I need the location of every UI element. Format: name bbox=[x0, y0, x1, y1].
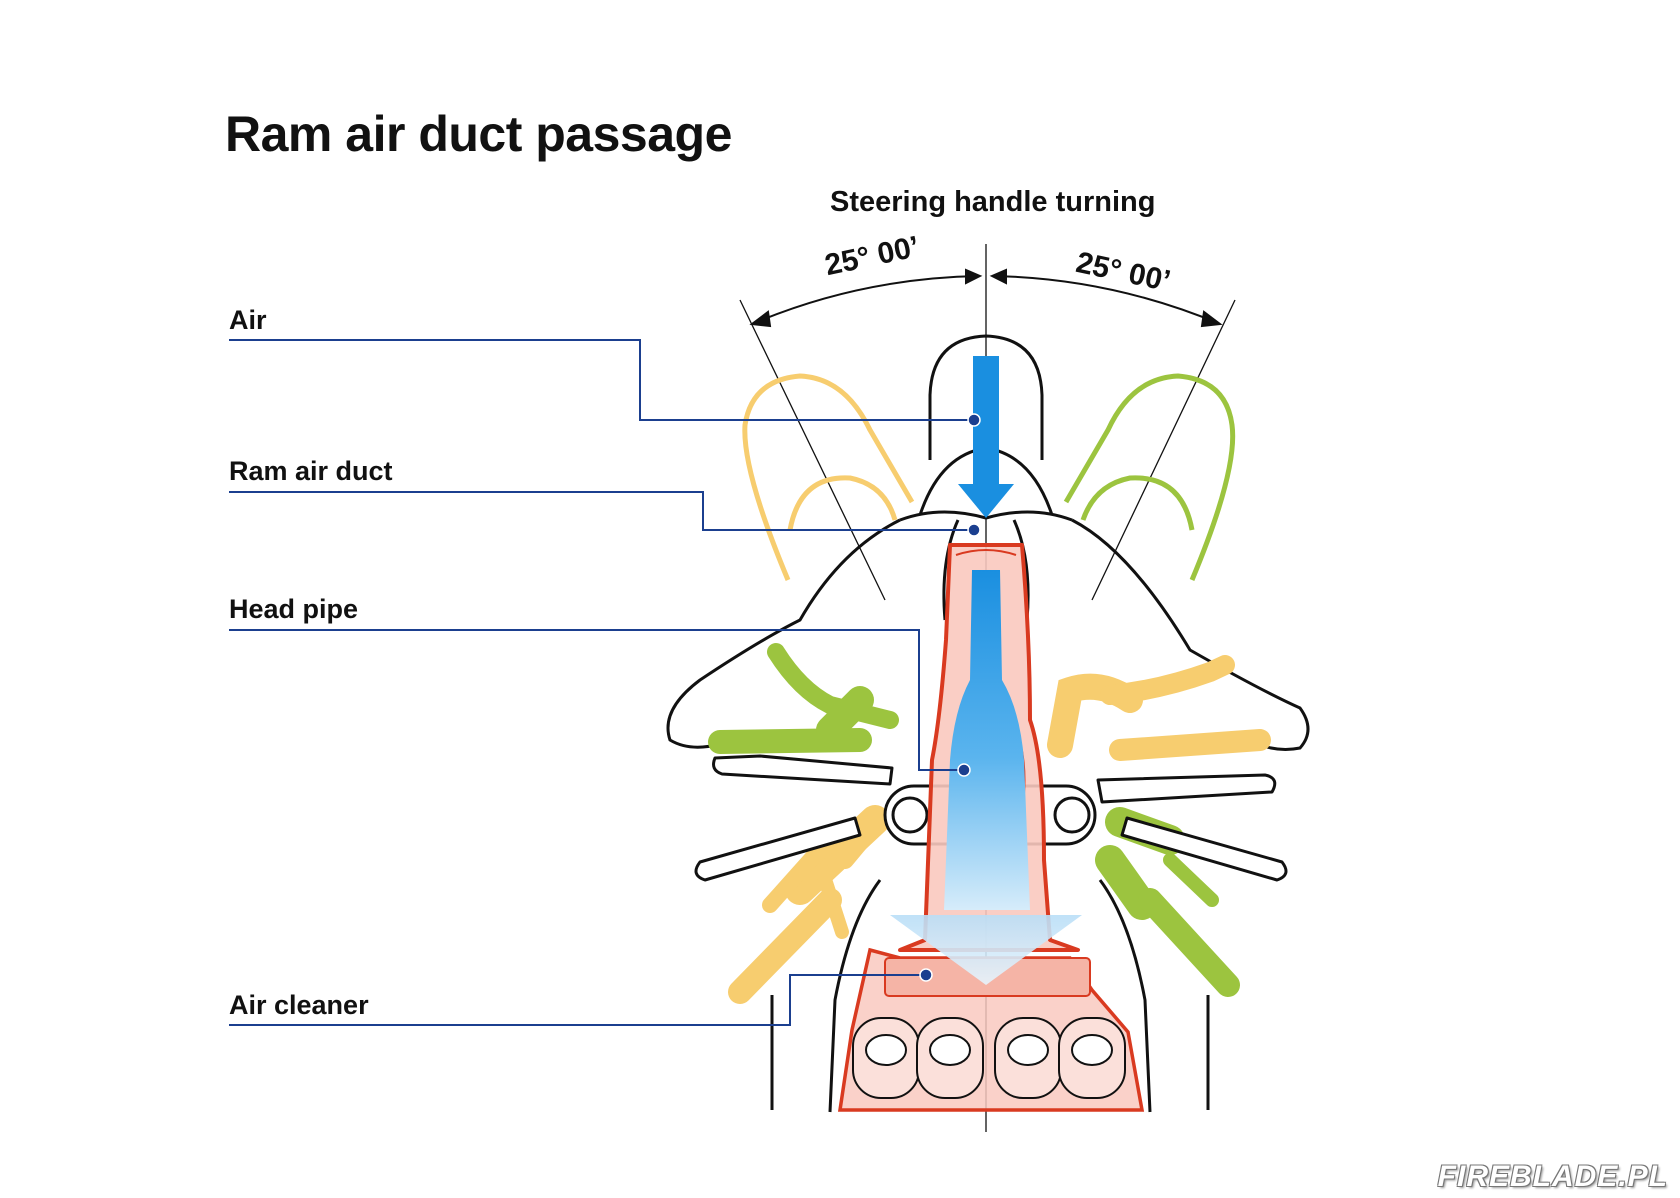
diagram-subtitle: Steering handle turning bbox=[830, 186, 1156, 218]
angle-arcs bbox=[749, 268, 1223, 328]
left-turn-levers bbox=[728, 655, 1271, 1004]
label-air: Air bbox=[229, 305, 267, 335]
throttle-bodies bbox=[852, 1017, 1126, 1099]
leader-lines bbox=[229, 339, 974, 1026]
left-turn-cowl bbox=[742, 373, 915, 581]
label-air-cleaner: Air cleaner bbox=[229, 990, 369, 1020]
watermark: FIREBLADE.PL bbox=[1437, 1160, 1668, 1193]
page-title: Ram air duct passage bbox=[225, 106, 732, 162]
leader-dots bbox=[919, 413, 981, 982]
frame-outline bbox=[770, 879, 1210, 1113]
air-cleaner-box bbox=[837, 947, 1145, 1112]
right-turn-cowl bbox=[1063, 373, 1236, 581]
label-ram-air-duct: Ram air duct bbox=[229, 456, 393, 486]
label-head-pipe: Head pipe bbox=[229, 594, 359, 624]
